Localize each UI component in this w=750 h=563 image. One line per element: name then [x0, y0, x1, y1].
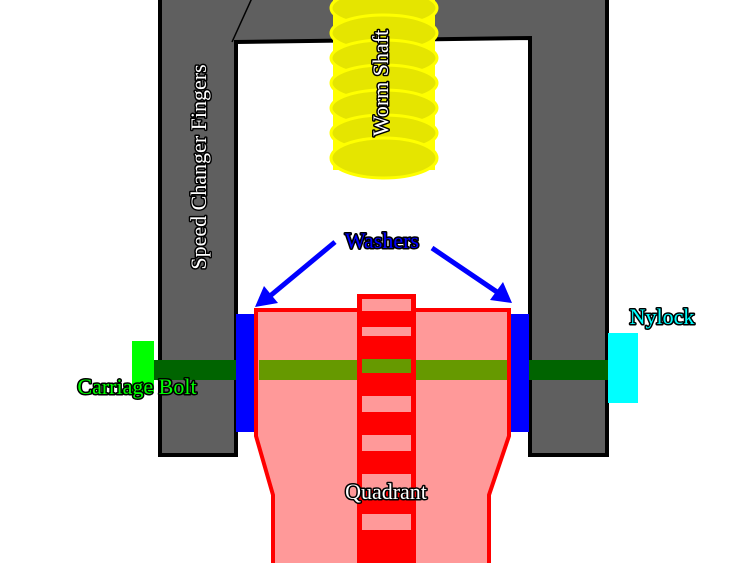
washers-label: Washers	[345, 228, 419, 253]
carriage-bolt-head	[132, 341, 154, 393]
carriage-bolt-label: Carriage Bolt	[77, 374, 196, 399]
washers-arrows	[255, 240, 512, 307]
speed-changer-fingers-label: Speed Changer Fingers	[186, 64, 211, 269]
carriage-bolt-shaft-right	[528, 360, 610, 380]
nylock-nut	[608, 333, 638, 403]
quadrant-teeth	[357, 294, 416, 563]
fingers-pointer-line	[231, 0, 252, 43]
worm-shaft-label: Worm Shaft	[368, 30, 393, 136]
carriage-bolt-shaft-left	[152, 360, 238, 380]
nylock-label: Nylock	[630, 304, 695, 329]
washer-left	[236, 314, 256, 432]
washer-right	[510, 314, 529, 432]
speed-changer-fingers	[158, 0, 609, 457]
quadrant-label: Quadrant	[345, 479, 427, 504]
worm-shaft	[329, 0, 439, 180]
